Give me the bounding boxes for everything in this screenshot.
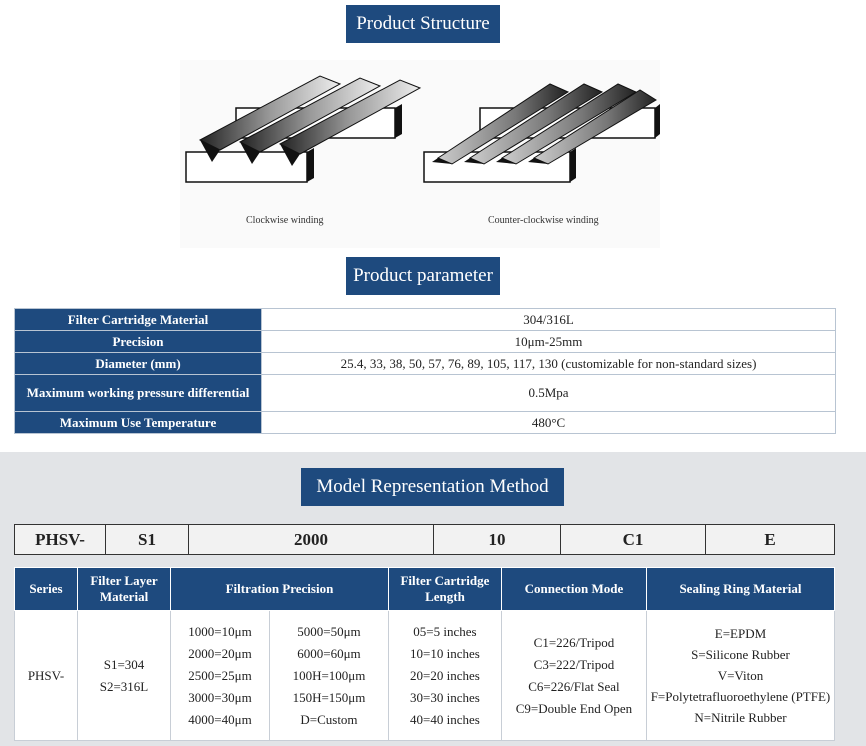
model-code-seal: E xyxy=(705,524,835,555)
param-value: 10μm-25mm xyxy=(261,330,836,353)
list-item: 40=40 inches xyxy=(410,711,480,727)
table-row: Precision 10μm-25mm xyxy=(14,330,836,353)
cell-connections: C1=226/Tripod C3=222/Tripod C6=226/Flat … xyxy=(500,610,647,741)
header-length: Filter Cartridge Length xyxy=(387,567,502,611)
list-item: D=Custom xyxy=(300,711,358,727)
list-item: 5000=50μm xyxy=(297,623,361,639)
param-label: Maximum Use Temperature xyxy=(14,411,262,434)
param-value: 25.4, 33, 38, 50, 57, 76, 89, 105, 117, … xyxy=(261,352,836,375)
clockwise-diagram xyxy=(185,75,422,183)
list-item: 30=30 inches xyxy=(410,689,480,705)
list-item: 3000=30μm xyxy=(188,689,252,705)
list-item: 2500=25μm xyxy=(188,667,252,683)
model-code-connection: C1 xyxy=(560,524,706,555)
list-item: 10=10 inches xyxy=(410,645,480,661)
table-row: PHSV- S1=304 S2=316L 1000=10μm 2000=20μm… xyxy=(14,610,836,741)
list-item: C9=Double End Open xyxy=(515,700,633,716)
section-title-model: Model Representation Method xyxy=(301,468,564,506)
section-title-structure: Product Structure xyxy=(346,5,500,43)
winding-illustration xyxy=(185,75,660,183)
list-item: F=Polytetrafluoroethylene (PTFE) xyxy=(650,689,831,704)
param-label: Diameter (mm) xyxy=(14,352,262,375)
list-item: 2000=20μm xyxy=(188,645,252,661)
cell-series: PHSV- xyxy=(14,610,78,741)
counter-clockwise-diagram xyxy=(423,83,660,183)
caption-counter-clockwise: Counter-clockwise winding xyxy=(488,215,599,226)
table-row: Maximum Use Temperature 480°C xyxy=(14,411,836,434)
model-code-material: S1 xyxy=(105,524,189,555)
list-item: 05=5 inches xyxy=(413,623,477,639)
parameter-table: Filter Cartridge Material 304/316L Preci… xyxy=(14,308,836,434)
cell-lengths: 05=5 inches 10=10 inches 20=20 inches 30… xyxy=(387,610,502,741)
cell-precision-a: 1000=10μm 2000=20μm 2500=25μm 3000=30μm … xyxy=(170,610,270,741)
section-title-parameter: Product parameter xyxy=(346,257,500,295)
list-item: S2=316L xyxy=(99,678,149,694)
list-item: V=Viton xyxy=(717,668,764,683)
header-sealing: Sealing Ring Material xyxy=(645,567,836,611)
table-header-row: Series Filter Layer Material Filtration … xyxy=(14,567,836,611)
table-row: Filter Cartridge Material 304/316L xyxy=(14,308,836,331)
cell-materials: S1=304 S2=316L xyxy=(77,610,171,741)
cell-seals: E=EPDM S=Silicone Rubber V=Viton F=Polyt… xyxy=(645,610,836,741)
header-series: Series xyxy=(14,567,78,611)
caption-clockwise: Clockwise winding xyxy=(246,215,324,226)
list-item: 100H=100μm xyxy=(292,667,366,683)
list-item: E=EPDM xyxy=(714,626,767,641)
table-row: Diameter (mm) 25.4, 33, 38, 50, 57, 76, … xyxy=(14,352,836,375)
model-spec-table: Series Filter Layer Material Filtration … xyxy=(14,567,836,741)
list-item: 1000=10μm xyxy=(188,623,252,639)
param-value: 304/316L xyxy=(261,308,836,331)
model-code-precision: 2000 xyxy=(188,524,434,555)
list-item: C6=226/Flat Seal xyxy=(528,678,620,694)
list-item: 150H=150μm xyxy=(292,689,366,705)
header-filter-layer: Filter Layer Material xyxy=(77,567,171,611)
list-item: 6000=60μm xyxy=(297,645,361,661)
list-item: N=Nitrile Rubber xyxy=(694,710,787,725)
list-item: 20=20 inches xyxy=(410,667,480,683)
param-value: 480°C xyxy=(261,411,836,434)
list-item: C1=226/Tripod xyxy=(533,634,615,650)
list-item: S1=304 xyxy=(103,656,145,672)
param-label: Maximum working pressure differential xyxy=(14,374,262,412)
header-connection: Connection Mode xyxy=(500,567,647,611)
param-label: Precision xyxy=(14,330,262,353)
header-precision: Filtration Precision xyxy=(170,567,389,611)
list-item: 4000=40μm xyxy=(188,711,252,727)
list-item: S=Silicone Rubber xyxy=(691,647,790,662)
model-code-table: PHSV- S1 2000 10 C1 E xyxy=(14,524,835,555)
cell-precision-b: 5000=50μm 6000=60μm 100H=100μm 150H=150μ… xyxy=(269,610,389,741)
table-row: Maximum working pressure differential 0.… xyxy=(14,374,836,412)
param-value: 0.5Mpa xyxy=(261,374,836,412)
table-row: PHSV- S1 2000 10 C1 E xyxy=(14,524,835,555)
param-label: Filter Cartridge Material xyxy=(14,308,262,331)
model-code-length: 10 xyxy=(433,524,561,555)
model-code-series: PHSV- xyxy=(14,524,106,555)
list-item: C3=222/Tripod xyxy=(533,656,615,672)
structure-diagram: Clockwise winding Counter-clockwise wind… xyxy=(180,60,660,248)
